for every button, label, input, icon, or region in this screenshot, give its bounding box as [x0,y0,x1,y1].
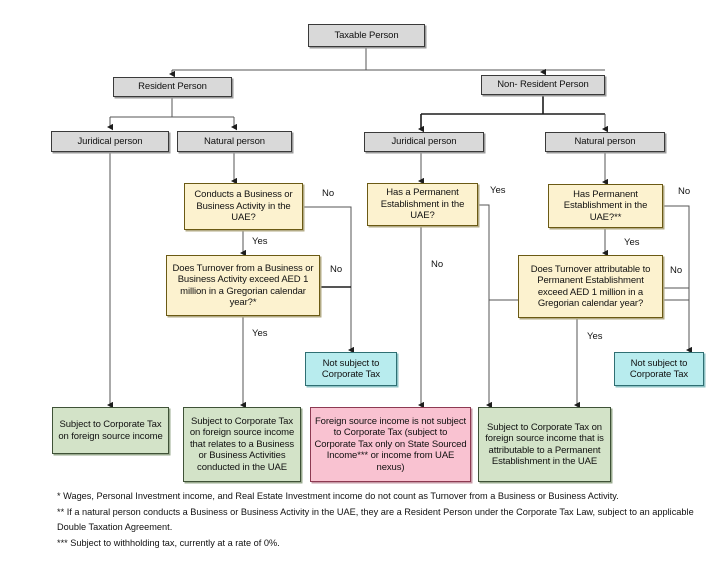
node-label: Natural person [574,136,636,148]
node-label: Natural person [204,135,265,147]
edge-label-turnover-yes: Yes [252,328,268,339]
node-resident-juridical-person[interactable]: Juridical person [51,131,169,152]
node-label: Non- Resident Person [497,79,589,91]
node-label: Juridical person [77,135,143,147]
node-label: Subject to Corporate Tax on foreign sour… [58,419,163,442]
edge-label-conducts-yes: Yes [252,236,268,247]
edge-label-turnover-pe-no: No [670,265,683,276]
edge-label-pe-natural-yes: Yes [624,237,640,248]
footnote-2: ** If a natural person conducts a Busine… [57,506,694,533]
node-label: Does Turnover from a Business or Busines… [172,262,314,309]
edge-label-pe-juridical-no: No [431,259,444,270]
footnotes: * Wages, Personal Investment income, and… [57,489,697,551]
outcome-not-subject-corporate-tax-1[interactable]: Not subject to Corporate Tax [305,352,397,386]
node-label: Has Permanent Establishment in the UAE?*… [563,188,648,223]
node-label: Conducts a Business or Business Activity… [194,189,293,224]
node-nonresident-juridical-person[interactable]: Juridical person [364,132,484,152]
footnote-3: *** Subject to withholding tax, currentl… [57,537,280,548]
node-label: Does Turnover attributable to Permanent … [530,263,651,310]
edge-label-turnover-pe-yes: Yes [587,331,603,342]
node-resident-natural-person[interactable]: Natural person [177,131,292,152]
outcome-foreign-source-income-business[interactable]: Subject to Corporate Tax on foreign sour… [183,407,301,482]
decision-conducts-business[interactable]: Conducts a Business or Business Activity… [184,183,303,230]
edge-label-turnover-no: No [330,264,343,275]
node-label: Juridical person [391,136,457,148]
node-nonresident-natural-person[interactable]: Natural person [545,132,665,152]
outcome-foreign-source-income[interactable]: Subject to Corporate Tax on foreign sour… [52,407,169,454]
node-label: Resident Person [138,81,207,93]
decision-has-permanent-establishment-natural[interactable]: Has Permanent Establishment in the UAE?*… [548,184,663,228]
node-label: Subject to Corporate Tax on foreign sour… [485,421,604,468]
edge-label-pe-natural-no: No [678,186,691,197]
outcome-foreign-source-not-subject[interactable]: Foreign source income is not subject to … [310,407,471,482]
node-label: Not subject to Corporate Tax [321,357,381,381]
decision-turnover-business[interactable]: Does Turnover from a Business or Busines… [166,255,320,316]
node-label: Taxable Person [334,29,399,41]
node-label: Not subject to Corporate Tax [629,357,689,381]
node-label: Has a Permanent Establishment in the UAE… [380,187,465,222]
node-non-resident-person[interactable]: Non- Resident Person [481,75,605,95]
decision-has-permanent-establishment-juridical[interactable]: Has a Permanent Establishment in the UAE… [367,183,478,226]
node-taxable-person[interactable]: Taxable Person [308,24,425,47]
edge-label-conducts-no: No [322,188,335,199]
node-resident-person[interactable]: Resident Person [113,77,232,97]
edge-label-pe-juridical-yes: Yes [490,185,506,196]
outcome-not-subject-corporate-tax-2[interactable]: Not subject to Corporate Tax [614,352,704,386]
node-label: Foreign source income is not subject to … [314,415,467,473]
outcome-permanent-establishment-attributable[interactable]: Subject to Corporate Tax on foreign sour… [478,407,611,482]
footnote-1: * Wages, Personal Investment income, and… [57,491,619,501]
node-label: Subject to Corporate Tax on foreign sour… [189,415,295,473]
decision-turnover-permanent-establishment[interactable]: Does Turnover attributable to Permanent … [518,255,663,318]
